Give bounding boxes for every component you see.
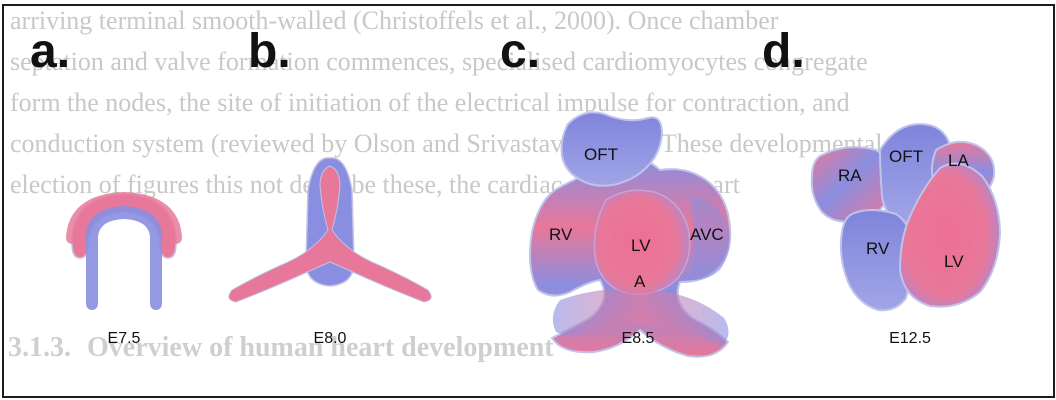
heart-e8-0-tube: [229, 158, 431, 302]
region-label-oft: OFT: [889, 147, 923, 166]
region-label-rv: RV: [549, 225, 573, 244]
stage-label-e12-5: E12.5: [889, 330, 931, 348]
heart-e8-5-looping: OFT RV LV AVC A: [530, 112, 730, 356]
region-label-lv: LV: [631, 236, 651, 255]
region-label-ra: RA: [838, 166, 862, 185]
region-label-lv: LV: [944, 252, 964, 271]
region-label-rv: RV: [866, 239, 890, 258]
stage-label-e8-5: E8.5: [622, 330, 655, 348]
region-label-a: A: [634, 272, 646, 291]
region-label-la: LA: [948, 151, 969, 170]
region-label-avc: AVC: [690, 225, 724, 244]
heart-e12-5-chambered: OFT RA LA RV LV: [812, 124, 1000, 310]
stage-label-e8-0: E8.0: [314, 330, 347, 348]
stage-label-e7-5: E7.5: [108, 330, 141, 348]
heart-e7-5-crescent: [72, 194, 176, 310]
region-label-oft: OFT: [584, 145, 618, 164]
